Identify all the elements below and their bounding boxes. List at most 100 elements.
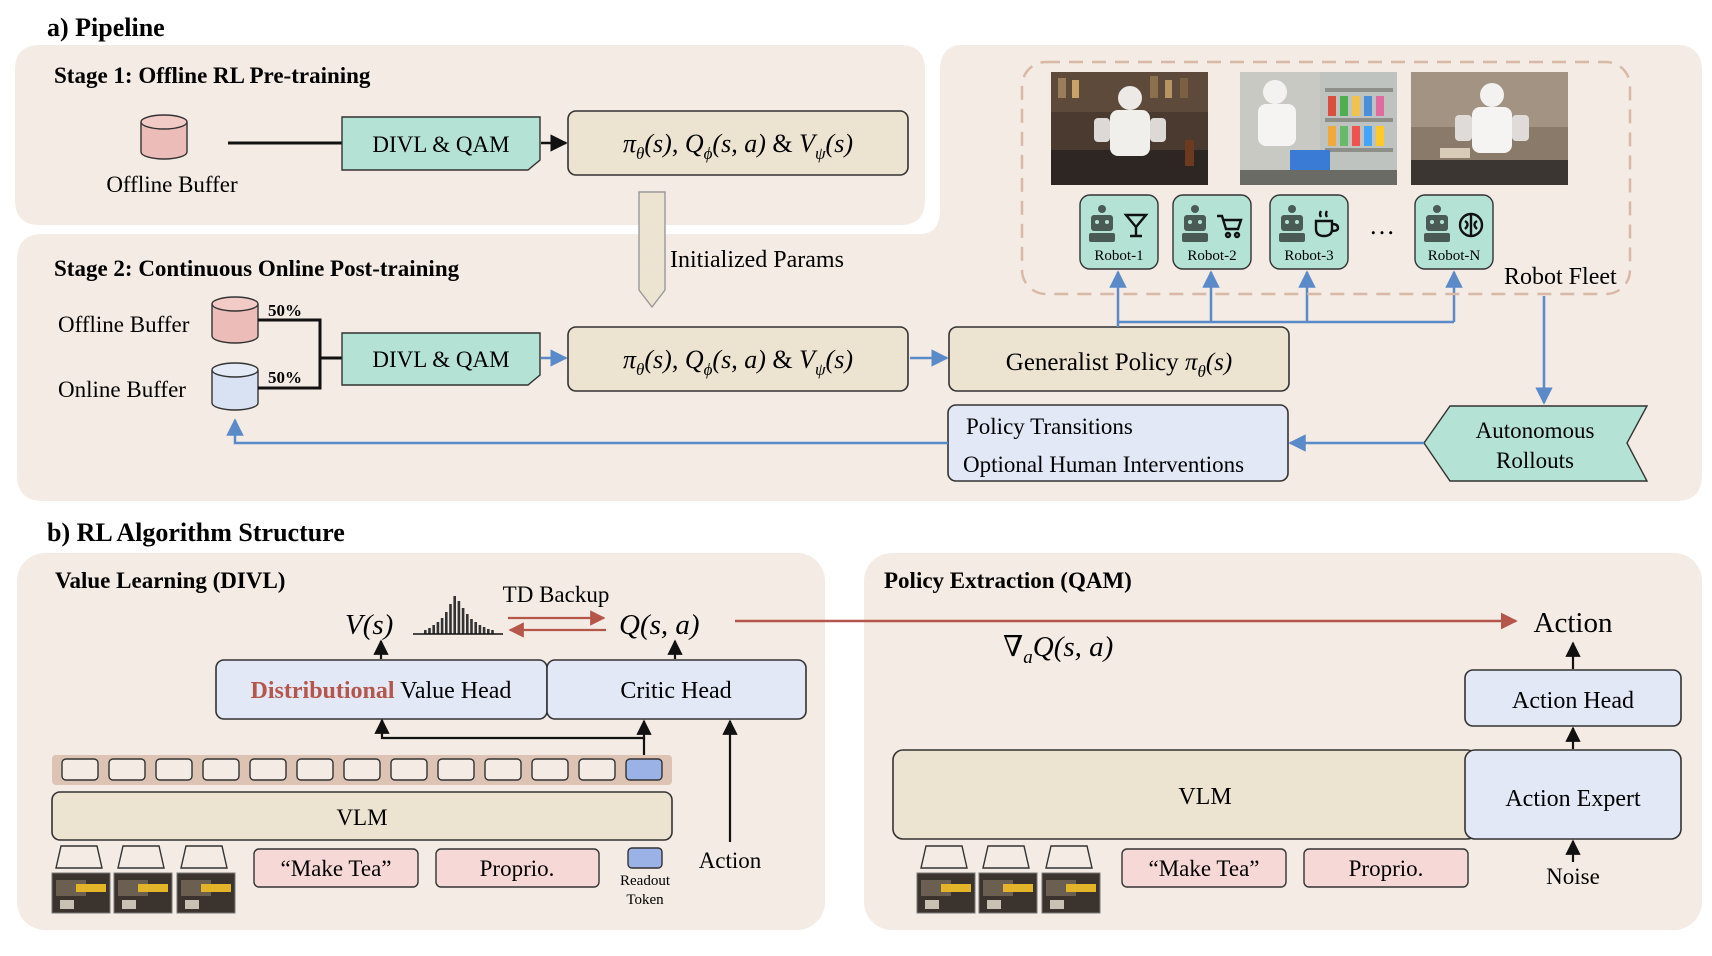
value-histogram-icon [424, 596, 494, 634]
brain-icon [1458, 212, 1484, 238]
robot-badge-4: Robot-N [1414, 194, 1494, 270]
value-camera-3 [176, 845, 236, 914]
init-params-arrow [638, 191, 666, 309]
robot-fleet-label: Robot Fleet [1504, 264, 1617, 290]
histogram-bar [461, 608, 465, 634]
stage2-online-buffer [211, 362, 259, 411]
histogram-bar [482, 627, 486, 634]
readout-fanout-lines [374, 718, 646, 755]
vlm-token [343, 758, 381, 781]
value-proprio-label: Proprio. [480, 856, 555, 881]
histogram-bar [491, 630, 494, 634]
policy-proprio-box [1303, 848, 1469, 888]
histogram-bar [487, 629, 490, 634]
action-output-label: Action [1534, 607, 1613, 639]
policy-prompt-box [1121, 848, 1287, 888]
stage1-buffer-label: Offline Buffer [106, 172, 238, 197]
stage2-title: Stage 2: Continuous Online Post-training [54, 256, 460, 281]
robot-badge-label: Robot-2 [1187, 248, 1236, 264]
td-backup-arrows [508, 610, 606, 638]
value-prompt-box [253, 848, 419, 888]
policy-vlm-label: VLM [1178, 784, 1231, 810]
image-patch-icon [920, 845, 968, 869]
vlm-token [531, 758, 569, 781]
policy-transitions-line1: Policy Transitions [966, 414, 1133, 439]
stage1-title: Stage 1: Offline RL Pre-training [54, 63, 371, 88]
stage2-algo-box [341, 332, 541, 386]
histogram-bar [432, 625, 435, 634]
action-expert-label: Action Expert [1505, 786, 1641, 812]
histogram-bar [478, 625, 482, 634]
robot-badge-label: Robot-1 [1094, 248, 1143, 264]
vlm-token [155, 758, 193, 781]
value-camera-1 [51, 845, 111, 914]
policy-camera-2 [978, 845, 1038, 914]
td-backup-label: TD Backup [503, 582, 610, 607]
critic-head [546, 659, 807, 720]
section-b-label: b) RL Algorithm Structure [47, 518, 345, 547]
image-patch-icon [180, 845, 228, 869]
histogram-bar [445, 612, 448, 634]
stage2-offline-buffer-label: Offline Buffer [58, 312, 190, 337]
histogram-bar [436, 622, 440, 634]
histogram-bar [474, 622, 477, 634]
stage1-algo-box [341, 116, 541, 171]
stage1-models-label: πθ(s), Qϕ(s, a) & Vψ(s) [623, 129, 853, 163]
stage2-algo-label: DIVL & QAM [372, 347, 509, 372]
q-label: Q(s, a) [619, 609, 700, 641]
transitions-to-online-buffer-arrow [226, 418, 948, 445]
readout-token-input [627, 847, 663, 869]
distributional-value-head-label: Distributional Value Head [251, 678, 512, 704]
robot-badge-2: Robot-2 [1172, 194, 1252, 270]
policy-transitions-line2: Optional Human Interventions [963, 452, 1244, 477]
image-patch-icon [1045, 845, 1093, 869]
action-head-label: Action Head [1512, 688, 1634, 714]
action-expert [1464, 749, 1682, 840]
vlm-token [108, 758, 146, 781]
stage2-offline-buffer [211, 296, 259, 344]
histogram-bar [457, 601, 461, 634]
histogram-bar [466, 614, 469, 634]
histogram-bar [449, 604, 452, 634]
stage2-offline-pct: 50% [268, 301, 302, 320]
token-row [61, 758, 663, 781]
coffee-cup-icon [1314, 210, 1340, 238]
robot-badge-1: Robot-1 [1079, 194, 1159, 270]
readout-token [625, 758, 663, 781]
policy-camera-3 [1041, 845, 1101, 914]
generalist-policy-label: Generalist Policy πθ(s) [1006, 349, 1232, 381]
histogram-bar [470, 619, 473, 634]
vlm-token [296, 758, 334, 781]
init-params-label: Initialized Params [670, 247, 844, 273]
value-learning-title: Value Learning (DIVL) [55, 568, 285, 593]
rollouts-line1: Autonomous [1476, 418, 1595, 443]
noise-label: Noise [1546, 864, 1600, 889]
value-vlm-label: VLM [336, 805, 387, 830]
policy-camera-1 [916, 845, 976, 914]
gradient-label: ∇aQ(s, a) [1003, 631, 1113, 668]
value-camera-2 [113, 845, 173, 914]
rollouts-line2: Rollouts [1496, 448, 1574, 473]
stage2-models-label: πθ(s), Qϕ(s, a) & Vψ(s) [623, 345, 853, 379]
robot-icon [1182, 205, 1208, 242]
vlm-token [249, 758, 287, 781]
stage2-online-pct: 50% [268, 368, 302, 387]
stage1-models-box [567, 110, 909, 176]
vlm-token [202, 758, 240, 781]
shopping-cart-icon [1217, 214, 1243, 239]
image-patch-icon [55, 845, 103, 869]
vlm-token [484, 758, 522, 781]
robot-icon [1279, 205, 1305, 242]
stage1-algo-label: DIVL & QAM [372, 132, 509, 157]
image-patch-icon [982, 845, 1030, 869]
value-prompt-label: “Make Tea” [281, 856, 392, 881]
histogram-bar [440, 618, 444, 634]
readout-token-label-1: Readout [620, 873, 671, 889]
stage2-online-buffer-label: Online Buffer [58, 377, 186, 402]
vlm-token [437, 758, 475, 781]
policy-extraction-title: Policy Extraction (QAM) [884, 568, 1132, 593]
robot-fleet-frame [1020, 60, 1632, 296]
robot-photo-1 [1051, 72, 1208, 185]
